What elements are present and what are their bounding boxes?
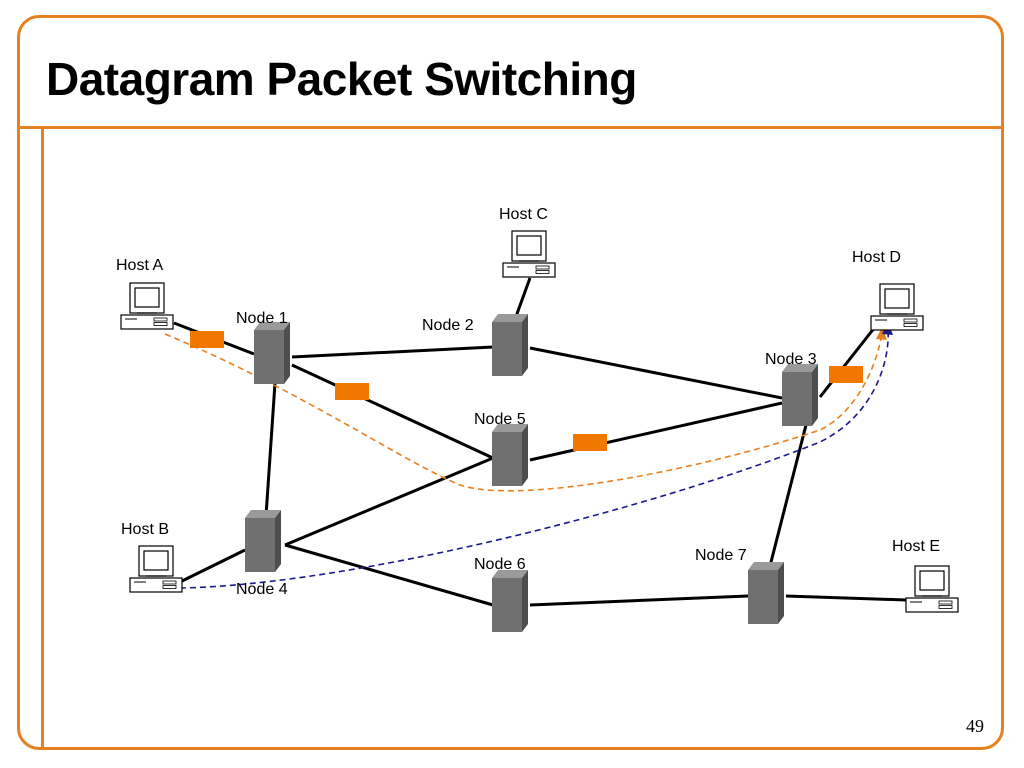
host-d-label: Host D bbox=[852, 249, 901, 266]
path-hosta-to-hostd bbox=[164, 332, 883, 492]
node-7-icon bbox=[748, 562, 784, 624]
node-4-label: Node 4 bbox=[236, 581, 288, 598]
host-b-label: Host B bbox=[121, 521, 169, 538]
link-node3-hostd bbox=[818, 326, 877, 398]
link-node1-node5 bbox=[291, 363, 494, 460]
slide-frame bbox=[17, 15, 1004, 750]
host-c-icon bbox=[502, 230, 556, 278]
node-2-label: Node 2 bbox=[422, 317, 474, 334]
host-b-icon bbox=[129, 545, 183, 593]
node-1-icon bbox=[254, 322, 290, 384]
node-4-icon bbox=[245, 510, 281, 572]
node-7-label: Node 7 bbox=[695, 547, 747, 564]
node-3-icon bbox=[782, 364, 818, 426]
path-hostb-to-hostd bbox=[179, 329, 889, 589]
link-node6-node7 bbox=[529, 594, 749, 607]
node-6-label: Node 6 bbox=[474, 556, 526, 573]
node-3-label: Node 3 bbox=[765, 351, 817, 368]
host-e-icon bbox=[905, 565, 959, 613]
link-node4-node6 bbox=[284, 543, 494, 607]
node-5-label: Node 5 bbox=[474, 411, 526, 428]
slide-title: Datagram Packet Switching bbox=[46, 53, 637, 105]
packet-3 bbox=[573, 434, 607, 451]
link-node5-node3 bbox=[529, 401, 783, 462]
node-5-icon bbox=[492, 424, 528, 486]
node-6-icon bbox=[492, 570, 528, 632]
link-hostb-node4 bbox=[179, 548, 246, 584]
host-e-label: Host E bbox=[892, 538, 940, 555]
link-node1-node4 bbox=[264, 382, 277, 517]
host-a-icon bbox=[120, 282, 174, 330]
link-node1-node2 bbox=[291, 345, 494, 359]
link-node4-node5 bbox=[284, 456, 494, 547]
links bbox=[173, 277, 907, 607]
node-1-label: Node 1 bbox=[236, 310, 288, 327]
packet-1 bbox=[190, 331, 224, 348]
arrowhead-orange bbox=[876, 327, 887, 340]
packet-4 bbox=[829, 366, 863, 383]
host-a-label: Host A bbox=[116, 257, 163, 274]
left-divider bbox=[41, 128, 44, 750]
page-number: 49 bbox=[966, 716, 984, 736]
host-c-label: Host C bbox=[499, 206, 548, 223]
link-node3-node7 bbox=[768, 424, 808, 567]
link-node7-hoste bbox=[785, 594, 907, 602]
packet-2 bbox=[335, 383, 369, 400]
link-node2-node3 bbox=[529, 346, 783, 400]
host-d-icon bbox=[870, 283, 924, 331]
title-divider bbox=[17, 126, 1004, 129]
node-2-icon bbox=[492, 314, 528, 376]
